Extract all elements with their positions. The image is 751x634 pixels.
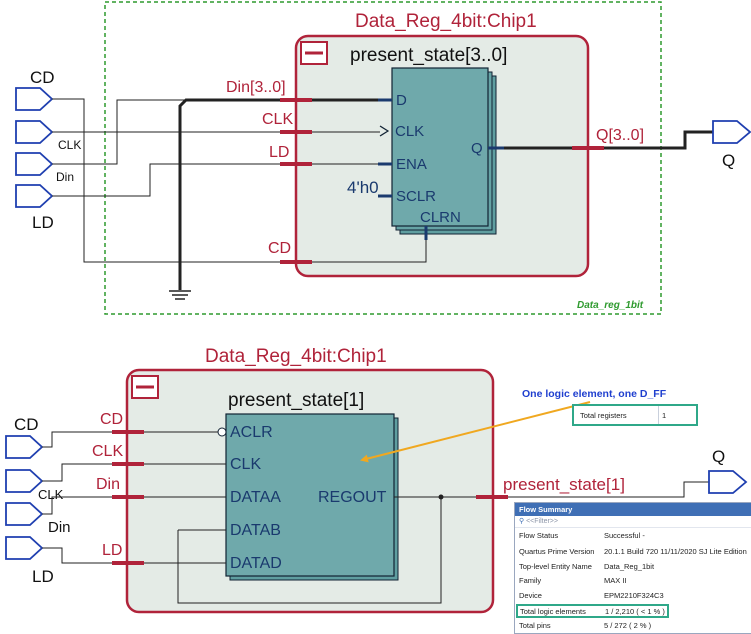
top-pin-q: Q [471,140,483,157]
top-constant: 4'h0 [347,178,379,197]
flow-summary-row[interactable]: Quartus Prime Version 20.1.1 Build 720 11… [515,545,751,559]
filter-placeholder: <<Filter>> [526,518,558,525]
flow-summary-row[interactable]: Top-level Entity Name Data_Reg_1bit [515,560,751,574]
total-registers-box: Total registers 1 [572,404,698,426]
bottom-port-ld: LD [102,542,122,559]
bottom-pin-datab: DATAB [230,522,281,539]
top-input-pin-din[interactable] [15,152,54,176]
bottom-pin-aclr: ACLR [230,424,273,441]
bottom-port-stubs [112,430,508,565]
total-registers-divider [658,406,659,424]
top-ff-pin-stubs [378,98,504,240]
top-wires [52,98,427,263]
bottom-le-block[interactable] [225,413,395,577]
flow-summary-row[interactable]: Total pins 5 / 272 ( 2 % ) [515,619,751,633]
top-pin-clk: CLK [395,123,424,140]
top-region-label: Data_reg_1bit [577,300,644,311]
bottom-input-pin-ld[interactable] [5,536,44,560]
top-port-stubs [280,98,604,264]
bottom-port-clk: CLK [92,443,123,460]
row-key: Total pins [519,621,551,630]
bottom-input-pin-clk[interactable] [5,469,44,493]
bottom-input-label-din: Din [48,519,71,536]
row-value: EPM2210F324C3 [604,591,664,600]
top-pin-d: D [396,92,407,109]
flow-summary-row[interactable]: Flow Status Successful - [515,529,751,543]
bottom-pin-dataa: DATAA [230,489,281,506]
bottom-port-din: Din [96,476,120,493]
top-pin-sclr: SCLR [396,188,436,205]
top-output-label-q: Q [722,151,735,170]
bottom-output-pin-q[interactable] [708,470,748,494]
top-input-pin-ld[interactable] [15,184,54,208]
ground-icon [169,290,191,300]
junction-dot [438,494,444,500]
row-value: 5 / 272 ( 2 % ) [604,621,652,630]
row-key: Quartus Prime Version [519,547,595,556]
top-input-label-cd: CD [30,68,55,87]
top-output-pin-q[interactable] [712,120,751,144]
search-icon: ⚲ [519,518,527,525]
bottom-input-pins [5,435,44,560]
flow-summary-row-highlighted[interactable]: Total logic elements 1 / 2,210 ( < 1 % ) [516,604,669,618]
row-key: Family [519,576,542,585]
annotation-arrow [360,401,591,463]
bottom-pin-datad: DATAD [230,555,282,572]
bottom-pin-clk: CLK [230,456,261,473]
bottom-inner-title: present_state[1] [228,390,364,411]
top-instance-title: Data_Reg_4bit:Chip1 [355,11,537,32]
top-input-label-din: Din [56,170,74,184]
bottom-input-label-ld: LD [32,567,54,586]
bottom-input-label-clk: CLK [38,487,64,502]
top-clk-triangle [379,125,390,137]
bottom-output-net-label: present_state[1] [503,475,625,494]
top-input-pin-clk[interactable] [15,120,54,144]
annotation-text: One logic element, one D_FF [522,388,667,400]
flow-summary-filter[interactable]: ⚲ <<Filter>> [515,516,751,528]
top-bus-wires [178,98,713,290]
top-port-ld: LD [269,144,289,161]
bottom-port-cd: CD [100,411,123,428]
row-value: 20.1.1 Build 720 11/11/2020 SJ Lite Edit… [604,547,747,556]
row-key: Device [519,591,542,600]
top-output-bus-label: Q[3..0] [596,127,644,144]
top-inner-title: present_state[3..0] [350,45,507,66]
row-key: Flow Status [519,531,559,540]
row-key: Top-level Entity Name [519,562,592,571]
top-pin-clrn: CLRN [420,209,461,226]
row-value: MAX II [604,576,627,585]
total-registers-value: 1 [662,411,667,420]
aclr-bubble [217,427,227,437]
bottom-instance-title: Data_Reg_4bit:Chip1 [205,346,387,367]
row-key: Total logic elements [520,607,586,616]
top-input-label-clk: CLK [58,138,81,152]
bottom-input-pin-cd[interactable] [5,435,44,459]
flow-summary-panel: Flow Summary ⚲ <<Filter>> Flow Status Suc… [514,502,751,634]
top-input-label-ld: LD [32,213,54,232]
bottom-input-pin-din[interactable] [5,502,44,526]
bottom-pin-regout: REGOUT [318,489,387,506]
flow-summary-title: Flow Summary [515,503,751,516]
top-port-din: Din[3..0] [226,79,286,96]
bottom-output-label-q: Q [712,447,725,466]
row-value: Data_Reg_1bit [604,562,655,571]
top-input-pin-cd[interactable] [15,87,54,111]
flow-summary-row[interactable]: Device EPM2210F324C3 [515,589,751,603]
top-input-pins [15,87,54,208]
top-pin-ena: ENA [396,156,427,173]
row-value: 1 / 2,210 ( < 1 % ) [605,607,665,616]
row-value: Successful - [604,531,645,540]
top-port-cd: CD [268,240,291,257]
flow-summary-row[interactable]: Family MAX II [515,574,751,588]
bottom-input-label-cd: CD [14,415,39,434]
bottom-wires [42,431,709,604]
top-port-clk: CLK [262,111,293,128]
total-registers-label: Total registers [580,411,627,420]
